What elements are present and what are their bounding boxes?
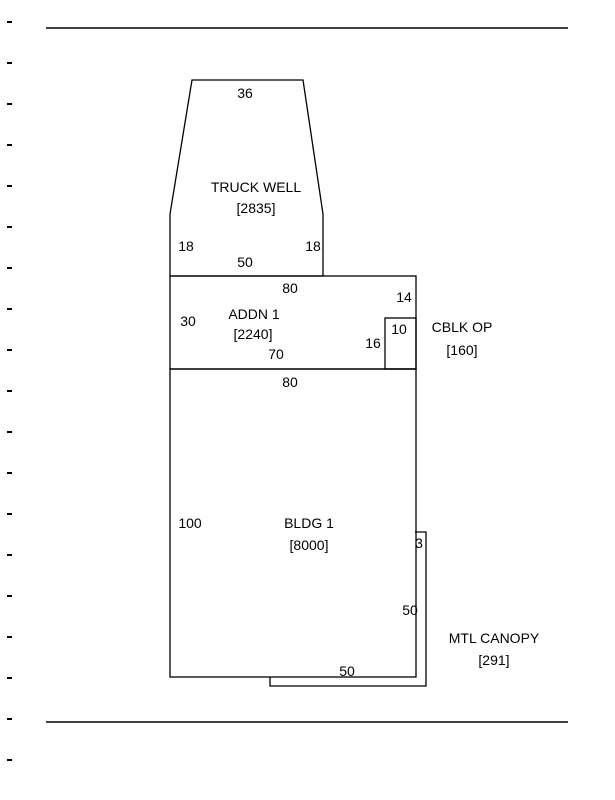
addn-left-dim: 30 xyxy=(180,313,196,329)
mtl-canopy-name: MTL CANOPY xyxy=(449,630,540,646)
addn-right-dim: 14 xyxy=(396,289,412,305)
bldg-top-dim: 80 xyxy=(282,374,298,390)
addn-1-name: ADDN 1 xyxy=(228,306,280,322)
truck-well-area: [2835] xyxy=(237,200,276,216)
truck-well-bottom-dim: 50 xyxy=(237,254,253,270)
mtl-canopy-outline xyxy=(269,531,427,687)
truck-well-left-dim: 18 xyxy=(178,238,194,254)
canopy-bottom-dim: 50 xyxy=(339,663,355,679)
mtl-canopy-area: [291] xyxy=(478,652,509,668)
bldg-1-name: BLDG 1 xyxy=(284,515,334,531)
cblk-left-dim: 16 xyxy=(365,335,381,351)
canopy-right-top-dim: 3 xyxy=(415,535,423,551)
canopy-right-dim: 50 xyxy=(402,602,418,618)
addn-1-area: [2240] xyxy=(234,326,273,342)
truck-well-right-dim: 18 xyxy=(305,238,321,254)
bldg-1-outline xyxy=(169,368,417,678)
truck-well-top-dim: 36 xyxy=(237,85,253,101)
cblk-op-name: CBLK OP xyxy=(432,319,493,335)
cblk-op-area: [160] xyxy=(446,342,477,358)
bldg-1-area: [8000] xyxy=(290,537,329,553)
addn-bottom-dim: 70 xyxy=(268,346,284,362)
left-margin-ticks xyxy=(7,21,12,761)
addn-top-dim: 80 xyxy=(282,280,298,296)
bldg-left-dim: 100 xyxy=(178,515,202,531)
cblk-top-dim: 10 xyxy=(391,321,407,337)
truck-well-name: TRUCK WELL xyxy=(211,179,301,195)
